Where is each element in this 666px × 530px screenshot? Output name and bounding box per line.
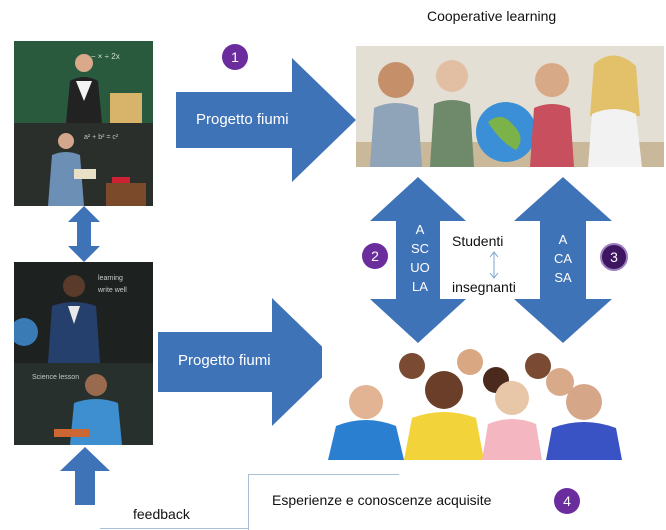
badge-2: 2 <box>362 243 388 269</box>
progetto-fiumi-label-bottom: Progetto fiumi <box>178 352 271 369</box>
cooperative-learning-title: Cooperative learning <box>427 8 557 24</box>
a-casa-line-3: SA <box>554 270 572 285</box>
feedback-up-arrow <box>60 447 110 505</box>
students-globe-photo <box>356 46 664 167</box>
svg-text:+ − × ÷ 2x: + − × ÷ 2x <box>84 52 120 61</box>
studenti-insegnanti-link-arrow <box>489 251 499 279</box>
insegnanti-label: insegnanti <box>452 279 516 295</box>
svg-text:learning: learning <box>98 275 123 282</box>
a-casa-vertical-text: A CA SA <box>545 230 581 287</box>
svg-text:a² + b² = c²: a² + b² = c² <box>84 134 119 141</box>
feedback-label: feedback <box>133 506 190 522</box>
badge-3: 3 <box>600 243 628 271</box>
a-casa-double-arrow <box>514 177 612 343</box>
badge-1: 1 <box>222 44 248 70</box>
teacher-photo-man-book: a² + b² = c² <box>14 123 153 206</box>
a-casa-line-1: A <box>558 232 568 247</box>
experience-box-border <box>248 474 399 530</box>
a-scuola-vertical-text: A SC UO LA <box>402 220 438 296</box>
a-scuola-line-4: LA <box>412 279 428 294</box>
teacher-link-arrow <box>68 206 100 262</box>
progetto-fiumi-label-top: Progetto fiumi <box>196 111 289 128</box>
teacher-photo-woman-blue: Science lesson <box>14 363 153 445</box>
a-scuola-double-arrow <box>370 177 466 343</box>
a-scuola-line-1: A <box>415 222 425 237</box>
a-scuola-line-3: UO <box>410 260 430 275</box>
progetto-fiumi-arrow-top <box>176 58 356 182</box>
teacher-photo-woman-chalkboard: + − × ÷ 2x <box>14 41 153 123</box>
students-group-photo <box>322 344 624 460</box>
a-casa-line-2: CA <box>553 251 573 266</box>
badge-4: 4 <box>554 488 580 514</box>
studenti-label: Studenti <box>452 233 504 249</box>
a-scuola-line-2: SC <box>410 241 430 256</box>
teacher-photo-man-chalkboard: learning write well <box>14 262 153 363</box>
svg-text:Science lesson: Science lesson <box>32 374 79 381</box>
svg-text:write well: write well <box>97 287 127 294</box>
progetto-fiumi-arrow-bottom <box>158 298 338 426</box>
esperienze-text: Esperienze e conoscenze acquisite <box>272 492 492 508</box>
